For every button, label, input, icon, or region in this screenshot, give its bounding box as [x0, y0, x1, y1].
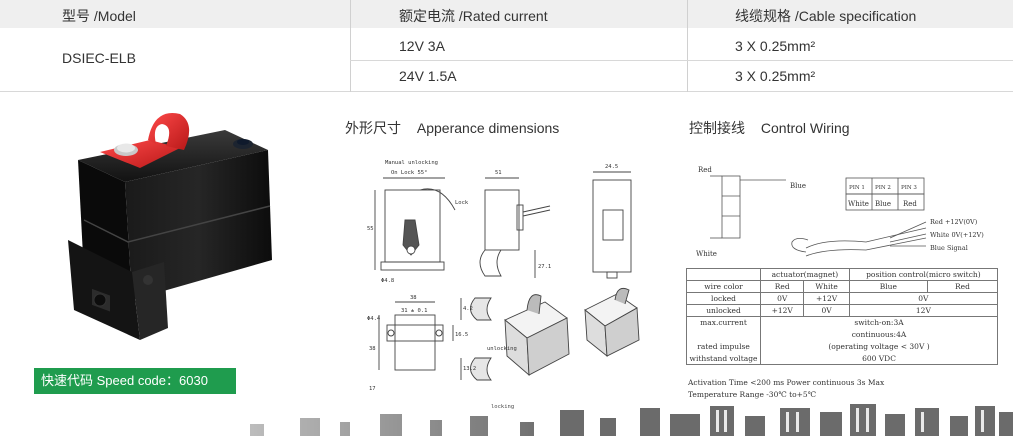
dim-38-width: 38 [410, 295, 417, 301]
side-view-outline [484, 189, 520, 251]
position-header: position control(micro switch) [848, 268, 999, 281]
spec-table: 型号 /Model 额定电流 /Rated current 线缆规格 /Cabl… [0, 0, 1013, 92]
current-cell: 24V 1.5A [399, 68, 457, 84]
red-voltage-label: Red +12V(0V) [930, 218, 978, 226]
housing-top [78, 130, 268, 182]
dimension-drawing: Manual unlocking On Lock 55° Lock 51 24.… [367, 160, 640, 410]
value-cell: 0V [848, 292, 999, 305]
withstand-label: withstand voltage [686, 352, 761, 365]
dimensions-title: 外形尺寸 Apperance dimensions [345, 118, 559, 138]
current-cell: 12V 3A [399, 38, 445, 54]
pin-2-label: PIN 2 [875, 185, 891, 191]
color-cell: White [803, 280, 850, 293]
table-divider [350, 0, 351, 92]
unlocked-label: unlocked [686, 304, 761, 317]
wire-label-white: White [696, 250, 717, 258]
vdc-value: 600 VDC [760, 352, 998, 365]
header-model: 型号 /Model [62, 8, 136, 24]
wiring-title: 控制接线 Control Wiring [689, 118, 850, 138]
dim-4-2: 4.2 [463, 306, 473, 312]
model-cell: DSIEC-ELB [62, 50, 136, 66]
continuous-value: continuous:4A [760, 328, 998, 341]
pin-1-color: White [848, 200, 869, 208]
housing-side [125, 150, 272, 300]
dim-16-5: 16.5 [455, 332, 468, 338]
max-current-label: max.current [686, 316, 761, 329]
value-cell: 12V [848, 304, 999, 317]
unlocking-label: unlocking [487, 346, 517, 352]
lock-label: Lock [455, 200, 469, 206]
dim-27-1: 27.1 [538, 264, 551, 270]
table-row-divider [350, 60, 1013, 61]
white-voltage-label: White 0V(+12V) [930, 231, 984, 239]
on-lock-label: On Lock 55° [391, 170, 427, 176]
wiring-diagram: Red Blue White PIN 1 PIN 2 PIN 3 White B… [696, 166, 984, 258]
blue-signal-label: Blue Signal [930, 244, 968, 252]
lever-handle [148, 113, 190, 150]
operating-voltage-value: (operating voltage < 30V ) [760, 340, 998, 353]
dim-dia-4-8: Φ4.8 [381, 278, 394, 284]
dim-38-height: 38 [369, 346, 376, 352]
color-cell: Blue [848, 280, 928, 293]
activation-note: Activation Time <200 ms Power continuous… [688, 378, 885, 387]
manual-unlocking-label: Manual unlocking [385, 160, 438, 166]
pin-2-color: Blue [875, 200, 891, 208]
table-divider [687, 0, 688, 92]
color-cell: Red [926, 280, 999, 293]
pin-1-label: PIN 1 [849, 185, 865, 191]
bottom-view-outline [394, 314, 436, 371]
speed-code-badge: 快速代码 Speed code：6030 [34, 368, 236, 394]
red-lever [100, 140, 180, 168]
actuator-header: actuator(magnet) [760, 268, 850, 281]
pin-3-label: PIN 3 [901, 185, 917, 191]
value-cell: +12V [803, 292, 850, 305]
temperature-note: Temperature Range -30℃ to+5℃ [688, 390, 817, 399]
value-cell: +12V [759, 304, 805, 317]
wire-color-label: wire color [686, 280, 761, 293]
dim-31: 31 ± 0.1 [401, 308, 428, 314]
header-rated-current: 额定电流 /Rated current [399, 8, 548, 24]
wire-label-red: Red [698, 166, 712, 174]
header-cable-spec: 线缆规格 /Cable specification [735, 8, 917, 24]
rated-impulse-label: rated impulse [686, 340, 761, 353]
dim-dia-4: Φ4.4 [367, 316, 381, 322]
city-skyline-decoration [0, 404, 1013, 436]
wiring-table: actuator(magnet) position control(micro … [686, 268, 999, 365]
pin-3-color: Red [903, 200, 917, 208]
switch-body [721, 175, 741, 239]
product-photo [68, 113, 272, 340]
locked-label: locked [686, 292, 761, 305]
dim-55: 55 [367, 226, 374, 232]
spec-table-header [0, 0, 1013, 28]
wire-label-blue: Blue [790, 182, 806, 190]
mounting-flange [68, 240, 140, 340]
cable-cell: 3 X 0.25mm² [735, 38, 816, 54]
end-view-outline [592, 179, 632, 273]
wiring-title-cn: 控制接线 [689, 120, 745, 136]
cable-cell: 3 X 0.25mm² [735, 68, 816, 84]
dimensions-title-cn: 外形尺寸 [345, 120, 401, 136]
value-cell: 0V [803, 304, 850, 317]
dim-17: 17 [369, 386, 376, 392]
wiring-title-en: Control Wiring [760, 120, 850, 136]
dim-24-5: 24.5 [605, 164, 618, 170]
dimensions-title-en: Apperance dimensions [416, 120, 560, 136]
color-cell: Red [759, 280, 805, 293]
dim-51: 51 [495, 170, 502, 176]
value-cell: 0V [759, 292, 805, 305]
dim-13-2: 13.2 [463, 366, 476, 372]
switch-on-value: switch-on:3A [760, 316, 998, 329]
